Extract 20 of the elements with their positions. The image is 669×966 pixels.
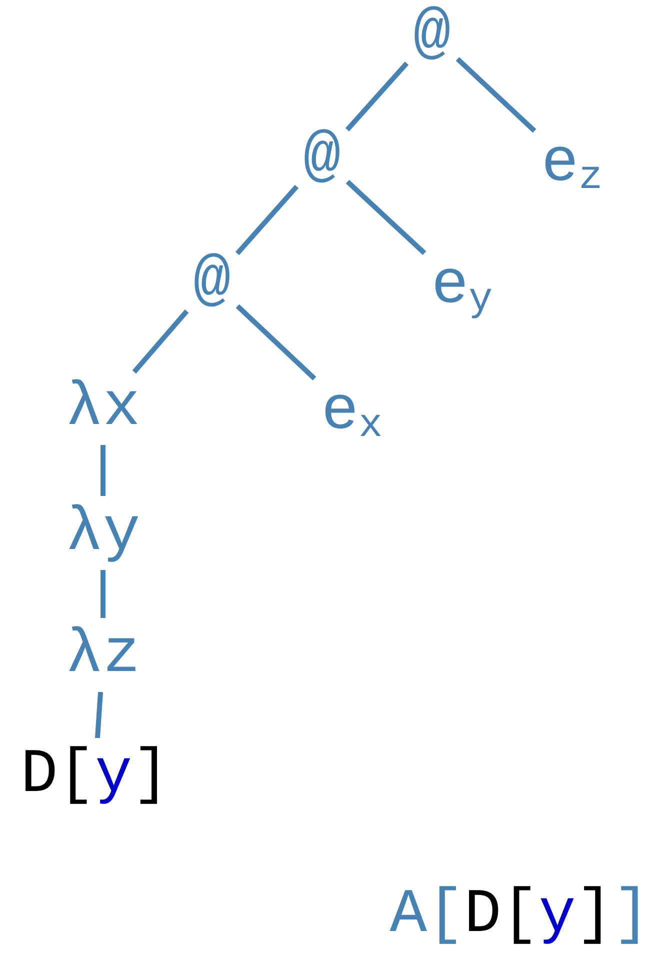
tree-node-label: e$_{x}$ (317, 379, 387, 449)
tree-edge (235, 184, 299, 256)
tree-node-label: D[y] (16, 742, 174, 808)
tree-node-label: e$_{z}$ (537, 131, 607, 201)
tree-node-label: @ (299, 125, 345, 191)
tree-edge (132, 310, 189, 374)
expression-text: A[D[y]] (388, 882, 652, 948)
tree-node-label: λx (62, 375, 144, 441)
tree-edge (100, 445, 106, 496)
tree-edge (456, 57, 536, 133)
tree-edge (94, 692, 104, 738)
tree-node-label: λy (62, 500, 144, 566)
tree-node-label: e$_{y}$ (427, 253, 497, 323)
tree-edge (346, 180, 426, 255)
tree-edge (345, 62, 409, 132)
tree-node-label: @ (189, 249, 235, 315)
tree-edge (236, 304, 316, 380)
tree-edge (100, 570, 106, 618)
tree-node-label: λz (62, 622, 144, 688)
tree-node-label: @ (409, 2, 455, 68)
